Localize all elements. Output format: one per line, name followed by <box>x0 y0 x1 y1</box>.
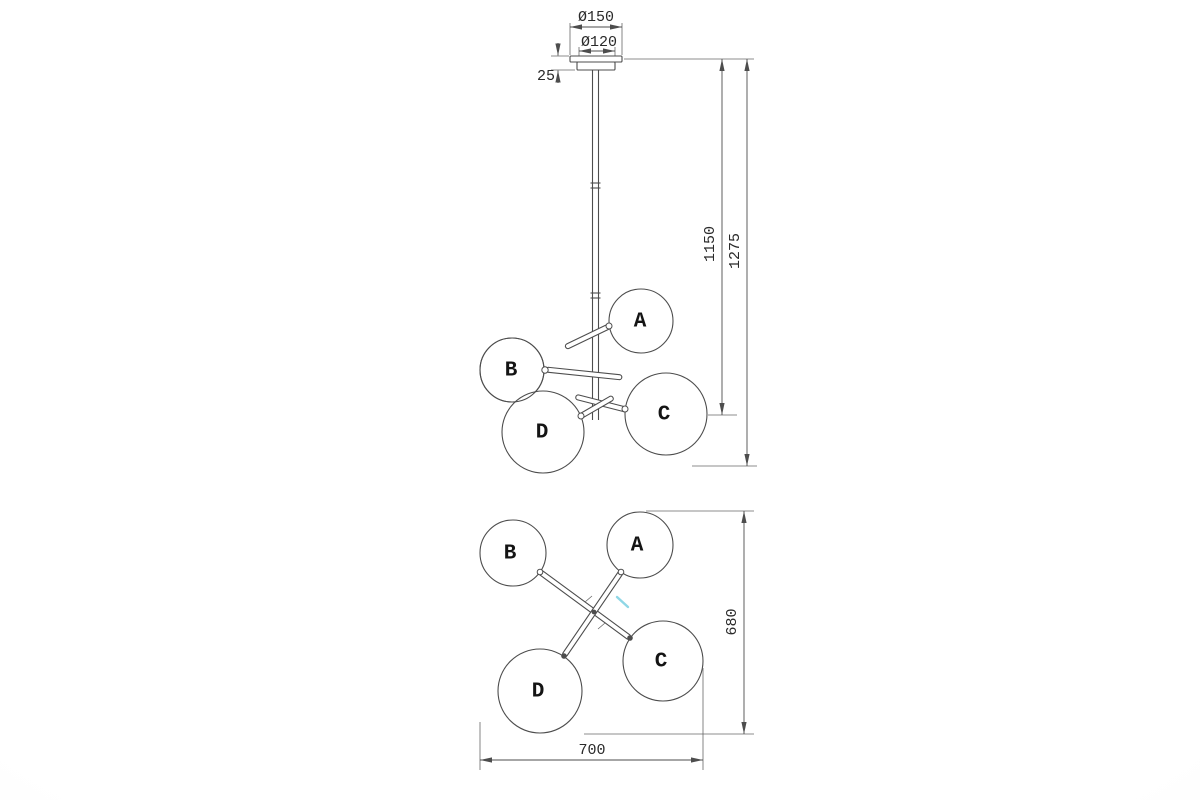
dim-plan-width-label: 700 <box>578 742 605 759</box>
hub-hardware-plan <box>536 568 633 659</box>
joint-ball <box>621 405 629 413</box>
hub-center <box>591 609 597 615</box>
globe-b-plan-label: B <box>504 543 517 566</box>
dim-canopy-height: 25 <box>537 43 575 85</box>
canopy-body <box>576 61 616 71</box>
globes-elevation <box>479 288 708 474</box>
dim-overall-drop-label: 1275 <box>727 233 744 269</box>
globe-d <box>501 390 585 474</box>
globe-d-plan <box>497 648 583 734</box>
globe-c-label: C <box>658 404 671 427</box>
joint-ball <box>605 322 613 330</box>
globe-a-plan <box>606 511 674 579</box>
dim-plan-depth-label: 680 <box>724 608 741 635</box>
dim-plan-width: 700 <box>479 668 704 770</box>
joint-ball <box>536 568 544 576</box>
dim-rod-drop-label: 1150 <box>702 226 719 262</box>
globe-c <box>624 372 708 456</box>
dim-canopy-outer: Ø150 <box>569 9 623 55</box>
cross-rods-plan <box>538 570 632 658</box>
globe-a-label: A <box>634 311 647 334</box>
globe-d-label: D <box>536 422 549 445</box>
dim-canopy-height-label: 25 <box>537 68 555 85</box>
globe-d-plan-label: D <box>532 681 545 704</box>
globe-c-plan <box>622 620 704 702</box>
plan-view: A B C D 680 700 <box>479 510 754 770</box>
joint-balls-elevation <box>541 322 629 420</box>
globes-plan <box>479 511 704 734</box>
dim-canopy-outer-label: Ø150 <box>578 9 614 26</box>
elevation-view: Ø150 Ø120 25 <box>479 9 757 474</box>
joint-nut <box>627 635 633 641</box>
joint-ball <box>617 568 625 576</box>
globe-labels-elevation: A B C D <box>505 311 671 445</box>
dim-plan-depth: 680 <box>584 510 754 735</box>
globe-a <box>608 288 674 354</box>
globe-b-label: B <box>505 360 518 383</box>
rod-a-d <box>562 570 623 658</box>
canopy-flange <box>569 55 623 63</box>
globe-a-plan-label: A <box>631 535 644 558</box>
dim-canopy-inner-label: Ø120 <box>581 34 617 51</box>
globe-labels-plan: A B C D <box>504 535 668 704</box>
hub-tick <box>584 595 593 603</box>
globe-b-plan <box>479 519 547 587</box>
globe-c-plan-label: C <box>655 651 668 674</box>
dim-overall-drop: 1275 <box>692 59 757 467</box>
accent-mark <box>615 595 630 609</box>
joint-nut <box>561 653 567 659</box>
arm-b <box>545 366 623 381</box>
ceiling-canopy <box>569 55 623 71</box>
joint-ball <box>577 412 585 420</box>
hub-tick <box>597 622 606 630</box>
dim-rod-drop: 1150 <box>624 58 754 416</box>
stem-rod <box>590 70 601 420</box>
joint-ball <box>541 366 549 374</box>
